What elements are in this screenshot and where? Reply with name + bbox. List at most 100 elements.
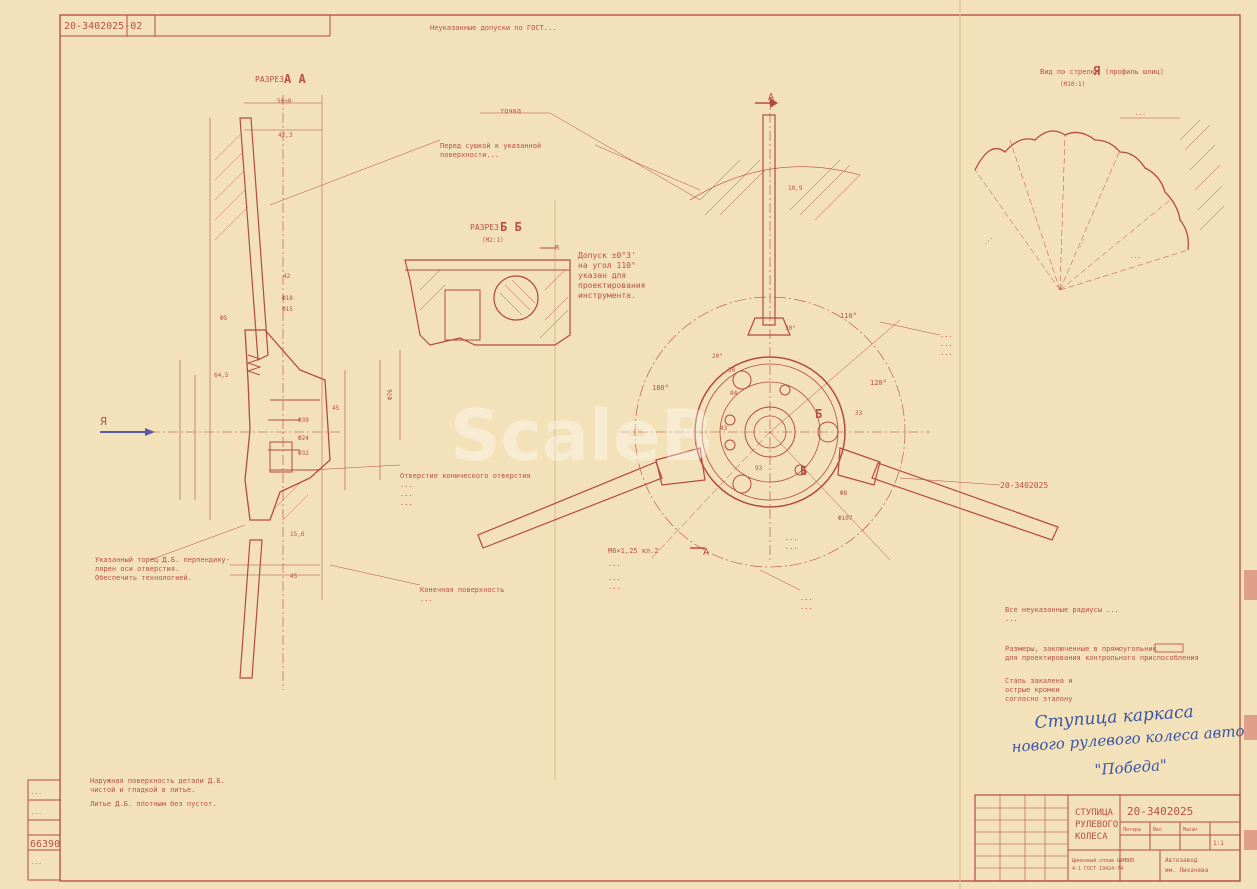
note-conical-surface-2: ... (420, 595, 433, 603)
label-r: R (555, 244, 560, 252)
dim-q: 20° (712, 353, 723, 360)
note-general-2: ... (1005, 615, 1018, 623)
title-material-2: 4-1 ГОСТ 19424-74 (1072, 866, 1123, 872)
note-bottom-left-1: Наружная поверхность детали Д.Б. (90, 777, 225, 785)
title-material-1: Цинковый сплав ЦАМ (1072, 858, 1126, 864)
note-tolerance-5: инструмента. (578, 291, 636, 300)
left-strip-number: 66390 (30, 839, 60, 850)
handwriting-line-3: "Победа" (1094, 756, 1167, 779)
section-bb: РАЗРЕЗ Б Б (М2:1) R (404, 220, 571, 346)
watermark: ScaleB (450, 395, 714, 477)
title-name-3: КОЛЕСА (1075, 832, 1108, 842)
profile-note-1: ... (1135, 110, 1146, 117)
note-general-1: Все неуказанные радиусы ... (1005, 606, 1119, 614)
note-frame-2: для проектирования контрольного приспосо… (1005, 654, 1199, 662)
dim-o: 15,6 (290, 531, 305, 538)
note-right-2: ... (940, 340, 953, 348)
note-tolerance-1: Допуск ±0°3' (578, 251, 636, 260)
note-horizontal-3: Обеспечить технологией. (95, 574, 192, 582)
title-name-2: РУЛЕВОГО (1075, 820, 1118, 830)
dim-c: 10,9 (788, 185, 803, 192)
arrow-a-bottom: А (703, 547, 709, 558)
note-holes-bottom-1: ... (800, 594, 813, 602)
title-part-number: 20-3402025 (1127, 805, 1193, 818)
arrow-ya: Я (100, 415, 107, 428)
title-org-3: им. Лихачева (1165, 867, 1209, 874)
hub-front-view: А А Б Б 10,9 110° 30° 180° 120° 33 84 43… (269, 92, 1059, 591)
note-right-1: ... (940, 331, 953, 339)
dim-m: Ф76 (387, 389, 394, 400)
section-aa-letters: А А (284, 72, 306, 86)
title-org-1: ЗИЛ (1125, 858, 1134, 864)
dim-h: 45 (332, 405, 340, 412)
label-b1: Б (815, 407, 822, 421)
dim-y: 120° (870, 379, 887, 387)
note-holes-two-2: ... (785, 543, 798, 551)
note-steel-1: Сталь закалена и (1005, 677, 1072, 685)
note-holes-two-1: ... (785, 534, 798, 542)
dim-v: 84 (730, 390, 738, 397)
view-ya-letter: Я (1093, 64, 1100, 78)
note-surface-2: поверхности... (440, 151, 499, 159)
note-conical-surface-1: Конечная поверхность (420, 586, 504, 594)
section-bb-letters: Б Б (500, 220, 522, 234)
note-threads-3: ... (608, 574, 621, 582)
profile-axis-2: ... (1076, 236, 1087, 249)
note-bottom-left-2: чистой и гладкой в литье. (90, 786, 195, 794)
dim-b: 42,3 (278, 132, 293, 139)
note-holes-bottom-2: ... (800, 603, 813, 611)
note-tochka: точка (500, 107, 521, 115)
dim-g: Ф5 (220, 315, 228, 322)
title-name-1: СТУПИЦА (1075, 808, 1114, 818)
note-frame-1: Размеры, заключенные в прямоугольник (1005, 645, 1158, 653)
left-stamp-strip: ... ... 66390 ... (27, 779, 61, 881)
dim-i: Ф39 (298, 417, 309, 424)
profile-axis-1: ... (981, 234, 994, 247)
view-ya-title: Вид по стрелке (1040, 68, 1099, 76)
dim-p: 30 (728, 367, 736, 374)
profile-note-2: ... (1130, 253, 1141, 260)
note-conical-4: ... (400, 499, 413, 507)
note-threads-2: ... (608, 560, 621, 568)
view-ya-profile: Вид по стрелке Я (профиль шлиц) (М10:1) … (974, 64, 1225, 291)
handwritten-annotation: Ступица каркаса нового рулевого колеса а… (1011, 702, 1245, 779)
dim-k: Ф32 (298, 450, 309, 457)
dim-r: 110° (840, 312, 857, 320)
note-horizontal-1: Указанный торец Д.Б. перпендику- (95, 556, 230, 564)
title-block: 20-3402025 СТУПИЦА РУЛЕВОГО КОЛЕСА Литер… (974, 794, 1241, 882)
section-bb-label: РАЗРЕЗ (470, 223, 499, 232)
note-steel-3: согласно эталону (1005, 695, 1072, 703)
dim-s: 30° (785, 325, 796, 332)
title-cell-4: 1:1 (1213, 840, 1224, 847)
note-steel-2: острые кромки (1005, 686, 1060, 694)
left-strip-cell-3: ... (31, 859, 42, 866)
note-horizontal-2: лярен оси отверстия. (95, 565, 179, 573)
left-strip-cell-1: ... (31, 789, 42, 796)
dim-n: 45 (290, 573, 298, 580)
dim-f: Ф15 (282, 306, 293, 313)
note-right-3: ... (940, 349, 953, 357)
dim-a: 50±0 (277, 98, 292, 105)
title-cell-1: Литера (1123, 827, 1141, 833)
label-b2: Б (800, 464, 807, 478)
dim-t: Ф107 (838, 515, 853, 522)
dim-aa: 93 (755, 465, 763, 472)
title-org-2: Автозавод (1165, 857, 1198, 864)
note-threads-1: М6×1,25 кл.2 (608, 547, 659, 555)
note-conical-3: ... (400, 490, 413, 498)
note-tolerance-4: проектирования (578, 281, 645, 290)
note-bottom-left-3: Литье Д.Б. плотным без пустот. (90, 800, 216, 808)
note-tolerance-2: на угол 110° (578, 261, 636, 270)
note-tolerance-3: указан для (578, 271, 626, 280)
arrow-a-top: А (768, 92, 774, 103)
dim-l: 64,5 (214, 372, 229, 379)
view-ya-rest: (профиль шлиц) (1105, 68, 1164, 76)
dim-d: 42 (283, 273, 291, 280)
view-ya-scale: (М10:1) (1060, 81, 1085, 88)
note-surface-1: Перед сушкой к указанной (440, 142, 541, 150)
top-note: Неуказанные допуски по ГОСТ... (430, 24, 556, 32)
dim-w: 43 (720, 425, 728, 432)
note-conical-1: Отверстие конического отверстия (400, 472, 531, 480)
callout-part-number: 20-3402025 (1000, 481, 1048, 490)
